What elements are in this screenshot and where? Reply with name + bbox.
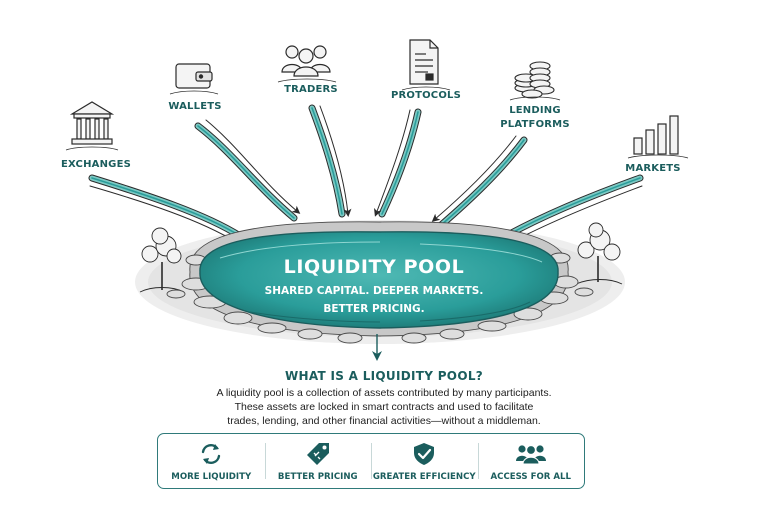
stream-markets (502, 174, 644, 244)
source-label-traders: TRADERS (284, 84, 338, 95)
stream-wallets (194, 119, 301, 222)
stream-exchanges (88, 174, 244, 244)
tree-right (575, 222, 623, 285)
benefit-label: BETTER PRICING (277, 472, 358, 482)
price-tag-icon (306, 443, 329, 465)
tree-left (139, 227, 185, 293)
stream-traders (308, 104, 352, 218)
source-label-lending-platforms: LENDING PLATFORMS (500, 105, 570, 130)
source-label-wallets: WALLETS (168, 101, 222, 112)
source-label-markets: MARKETS (625, 163, 681, 174)
benefit-label: GREATER EFFICIENCY (372, 472, 476, 482)
benefit-greater-efficiency: GREATER EFFICIENCY (371, 434, 478, 488)
coin-stack-icon (509, 61, 561, 101)
benefit-access-for-all: ACCESS FOR ALL (477, 434, 585, 488)
bank-building-icon (65, 101, 119, 151)
shield-check-icon (414, 443, 435, 465)
explanation-body: A liquidity pool is a collection of asse… (216, 387, 552, 427)
source-label-protocols: PROTOCOLS (390, 90, 462, 101)
wallet-icon (169, 63, 219, 95)
explanation-title: WHAT IS A LIQUIDITY POOL? (284, 369, 484, 383)
bar-chart-icon (627, 115, 689, 159)
flow-streams (88, 104, 644, 244)
benefit-label: ACCESS FOR ALL (490, 472, 571, 482)
benefit-better-pricing: BETTER PRICING (264, 434, 372, 488)
pool-water (199, 231, 559, 329)
pool-title: LIQUIDITY POOL (283, 256, 465, 278)
benefit-more-liquidity: MORE LIQUIDITY (158, 434, 265, 488)
stream-lending-platforms (431, 135, 528, 230)
document-icon (401, 39, 451, 91)
stream-protocols (374, 108, 422, 218)
benefit-label: MORE LIQUIDITY (171, 472, 252, 482)
pool-subtitle: SHARED CAPITAL. DEEPER MARKETS. BETTER P… (264, 285, 484, 315)
refresh-arrows-icon (202, 444, 221, 464)
people-group-icon (277, 45, 337, 83)
benefits-panel: MORE LIQUIDITY BETTER PRICING GREATER EF… (157, 433, 585, 489)
people-group-icon (515, 445, 546, 465)
source-label-exchanges: EXCHANGES (60, 159, 132, 170)
